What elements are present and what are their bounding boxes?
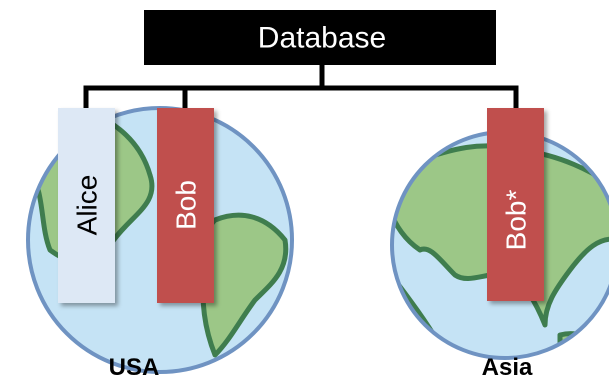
record-bob-star: Bob*	[487, 108, 544, 301]
record-alice-label: Alice	[72, 175, 103, 236]
database-label: Database	[258, 22, 386, 55]
database-node: Database	[144, 10, 496, 65]
record-alice-bar	[58, 108, 115, 303]
database-box	[144, 10, 496, 65]
record-bob: Bob	[157, 108, 214, 303]
record-bob-label: Bob	[171, 180, 202, 230]
region-label-asia: Asia	[482, 354, 533, 381]
record-bob-star-label: Bob*	[501, 190, 532, 251]
record-bob-bar	[157, 108, 214, 303]
record-alice: Alice	[58, 108, 115, 303]
region-label-usa: USA	[109, 354, 160, 381]
record-bob-star-bar	[487, 108, 544, 301]
